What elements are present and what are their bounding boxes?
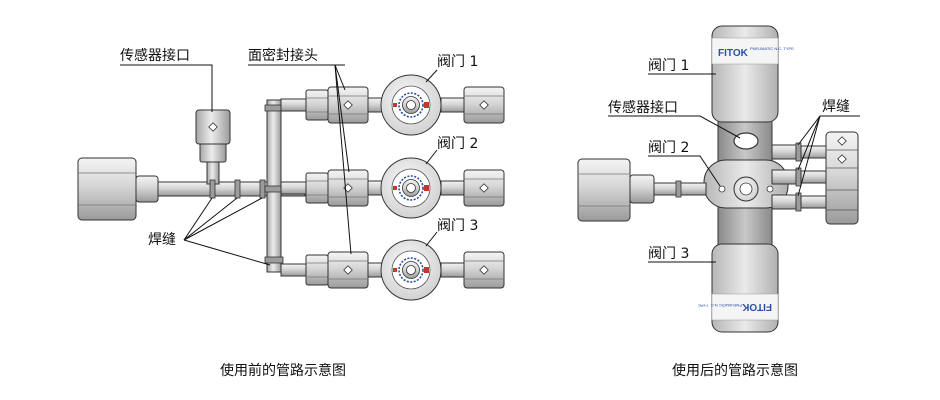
right-inlet bbox=[577, 158, 707, 222]
label-valve-3-right: 阀门 3 bbox=[648, 246, 689, 262]
label-valve-2-right: 阀门 2 bbox=[648, 140, 689, 156]
label-valve-2-left: 阀门 2 bbox=[437, 136, 478, 152]
label-face-seal: 面密封接头 bbox=[248, 47, 318, 64]
right-diagram: FITOK PNEUMATIC N.C. TYPE FITOK PNEUMATI… bbox=[577, 25, 860, 379]
label-valve-3-left: 阀门 3 bbox=[437, 218, 478, 234]
branch-row-3 bbox=[280, 239, 505, 301]
brand-top: FITOK bbox=[718, 48, 749, 59]
brand-sub-bottom: PNEUMATIC N.C. TYPE bbox=[698, 303, 742, 308]
label-valve-1-left: 阀门 1 bbox=[437, 54, 478, 70]
brand-sub-top: PNEUMATIC N.C. TYPE bbox=[750, 46, 794, 51]
label-weld-right: 焊缝 bbox=[822, 99, 850, 115]
caption-before: 使用前的管路示意图 bbox=[220, 362, 346, 379]
actuator-top: FITOK PNEUMATIC N.C. TYPE bbox=[711, 25, 794, 123]
left-diagram: 传感器接口 面密封接头 阀门 1 阀门 2 阀门 3 焊缝 使用前的管路示意图 bbox=[77, 47, 505, 379]
right-leader-lines bbox=[608, 73, 860, 263]
label-sensor-port: 传感器接口 bbox=[120, 47, 190, 64]
label-sensor-port-right: 传感器接口 bbox=[608, 99, 678, 116]
left-leader-lines bbox=[120, 64, 438, 266]
inlet-nut bbox=[77, 157, 159, 221]
label-weld-left: 焊缝 bbox=[148, 232, 176, 248]
brand-bottom: FITOK bbox=[741, 301, 772, 312]
right-sensor-port bbox=[733, 132, 759, 150]
right-outlets bbox=[771, 131, 859, 225]
branch-row-2 bbox=[280, 157, 505, 219]
branch-row-1 bbox=[280, 74, 505, 136]
left-sensor-port bbox=[195, 109, 231, 185]
actuator-bottom: FITOK PNEUMATIC N.C. TYPE bbox=[698, 243, 779, 333]
caption-after: 使用后的管路示意图 bbox=[672, 362, 798, 379]
label-valve-1-right: 阀门 1 bbox=[648, 58, 689, 74]
